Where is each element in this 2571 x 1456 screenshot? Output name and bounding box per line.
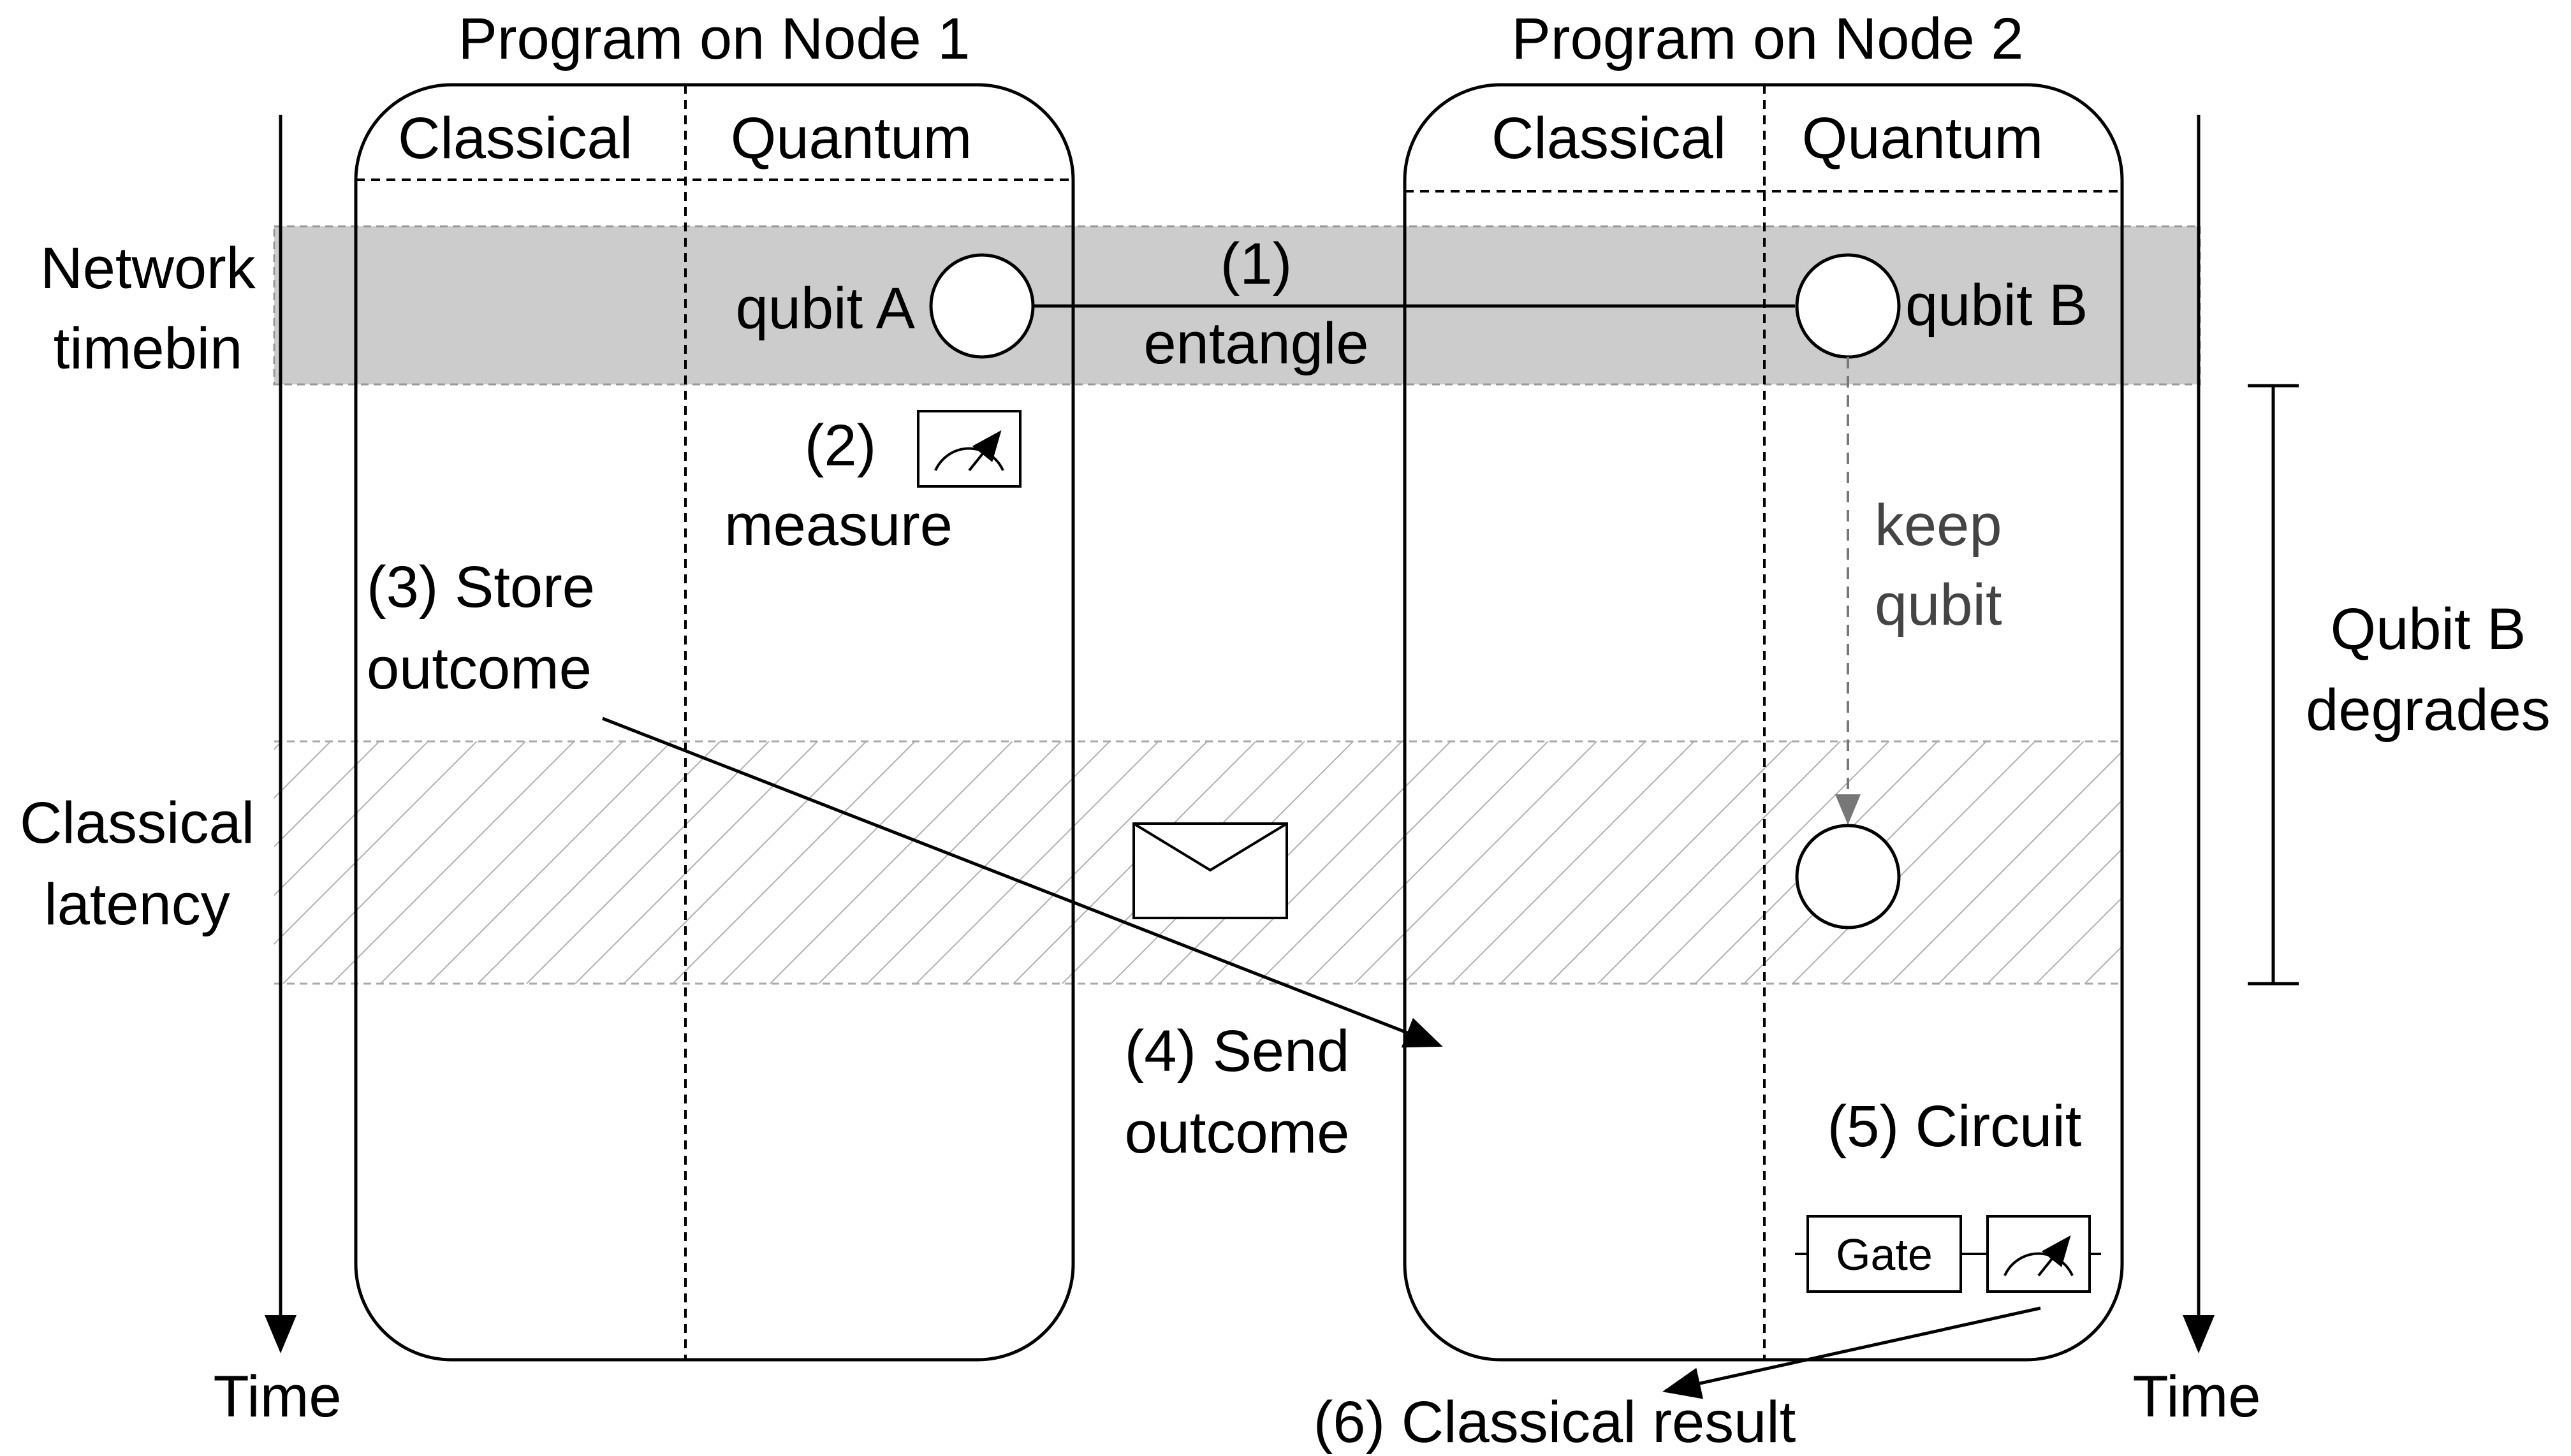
node1-title: Program on Node 1 [458,6,971,71]
node1-classical-header: Classical [398,106,633,171]
classical-latency-label-line2: latency [44,872,230,937]
send-message-arrow [602,717,1443,1048]
gate-box [1806,1215,1962,1293]
step1-number: (1) [1220,231,1292,296]
time-label-right: Time [2132,1364,2260,1429]
qubit-b-circle [1795,253,1901,359]
step3-label-line1: (3) Store [367,555,595,620]
degradation-bracket [2248,384,2299,986]
step3-label-line2: outcome [367,636,592,701]
qubit-a-circle [929,253,1035,359]
step1-label: entangle [1144,311,1369,376]
step6-label: (6) Classical result [1314,1390,1796,1455]
degrades-label-line1: Qubit B [2331,597,2526,662]
envelope-icon [1132,822,1288,919]
gate-label: Gate [1836,1230,1933,1279]
result-arrow [1662,1306,2041,1399]
qubit-a-label: qubit A [736,276,916,341]
circuit-measure-icon [1986,1215,2091,1293]
step5-label: (5) Circuit [1828,1094,2082,1159]
node1-quantum-header: Quantum [731,106,972,171]
step4-label-line2: outcome [1125,1100,1350,1165]
qubit-b-label: qubit B [1905,273,2088,338]
step2-number: (2) [805,413,876,478]
step2-label: measure [724,493,953,558]
step4-label-line1: (4) Send [1125,1019,1350,1084]
keep-qubit-label-line1: keep [1875,493,2002,558]
classical-latency-label-line1: Classical [20,790,254,855]
time-label-left: Time [213,1364,341,1429]
node2-classical-header: Classical [1491,106,1726,171]
node2-quantum-header: Quantum [1802,106,2043,171]
network-timebin-label-line1: Network [40,236,256,301]
network-timebin-label-line2: timebin [54,316,243,381]
measure-icon [917,410,1022,488]
keep-qubit-label-line2: qubit [1875,572,2002,637]
degrades-label-line2: degrades [2306,678,2551,743]
qubit-b-later-circle [1795,824,1901,929]
node1-program-box [354,83,1075,1362]
node2-title: Program on Node 2 [1512,6,2024,71]
